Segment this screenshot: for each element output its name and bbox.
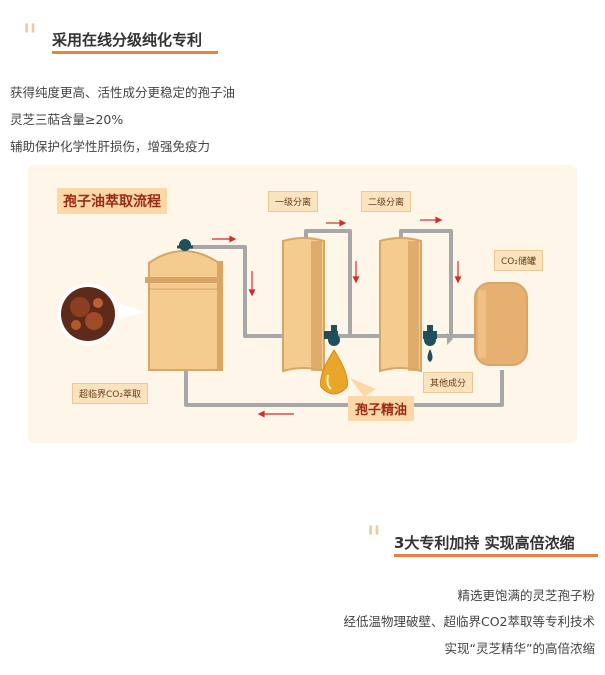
storage-tank	[474, 282, 528, 366]
section1-title: 采用在线分级纯化专利	[52, 31, 203, 49]
other-components-label: 其他成分	[423, 372, 474, 393]
quote-mark-icon: "	[366, 519, 382, 559]
product-label: 孢子精油	[348, 396, 415, 421]
section2-title: 3大专利加持 实现高倍浓缩	[394, 534, 575, 552]
section2-line-3: 实现“灵芝精华”的高倍浓缩	[444, 641, 595, 656]
separator-tank-2	[379, 237, 422, 373]
section2-line-2: 经低温物理破壁、超临界CO2萃取等专利技术	[343, 614, 595, 629]
section2-line-1: 精选更饱满的灵芝孢子粉	[457, 588, 595, 603]
section2-underline	[394, 554, 598, 557]
drop-icon	[427, 349, 433, 362]
extraction-diagram: 孢子油萃取流程 一级分离 二级分离 CO₂储罐 超临界CO₂萃取 其他成分 孢子…	[28, 165, 577, 443]
stage2-label: 二级分离	[361, 191, 412, 212]
process-illustration	[57, 216, 528, 418]
storage-label: CO₂储罐	[494, 250, 543, 271]
spore-material-icon	[57, 283, 146, 345]
flow-arrows	[212, 216, 462, 418]
stage1-label: 一级分离	[268, 191, 319, 212]
section1-line-2: 灵芝三萜含量≥20%	[10, 112, 124, 127]
quote-mark-icon: "	[22, 17, 38, 57]
extraction-label: 超临界CO₂萃取	[72, 383, 148, 404]
extractor-tank	[145, 250, 223, 371]
diagram-title: 孢子油萃取流程	[57, 188, 167, 214]
section1-line-3: 辅助保护化学性肝损伤，增强免疫力	[10, 139, 211, 154]
separator-tank-1	[282, 237, 325, 373]
valve-icon	[324, 325, 453, 346]
valve-icon	[177, 239, 193, 251]
oil-drop-icon	[320, 349, 348, 395]
section1-underline	[52, 51, 218, 54]
section1-line-1: 获得纯度更高、活性成分更稳定的孢子油	[10, 85, 236, 100]
